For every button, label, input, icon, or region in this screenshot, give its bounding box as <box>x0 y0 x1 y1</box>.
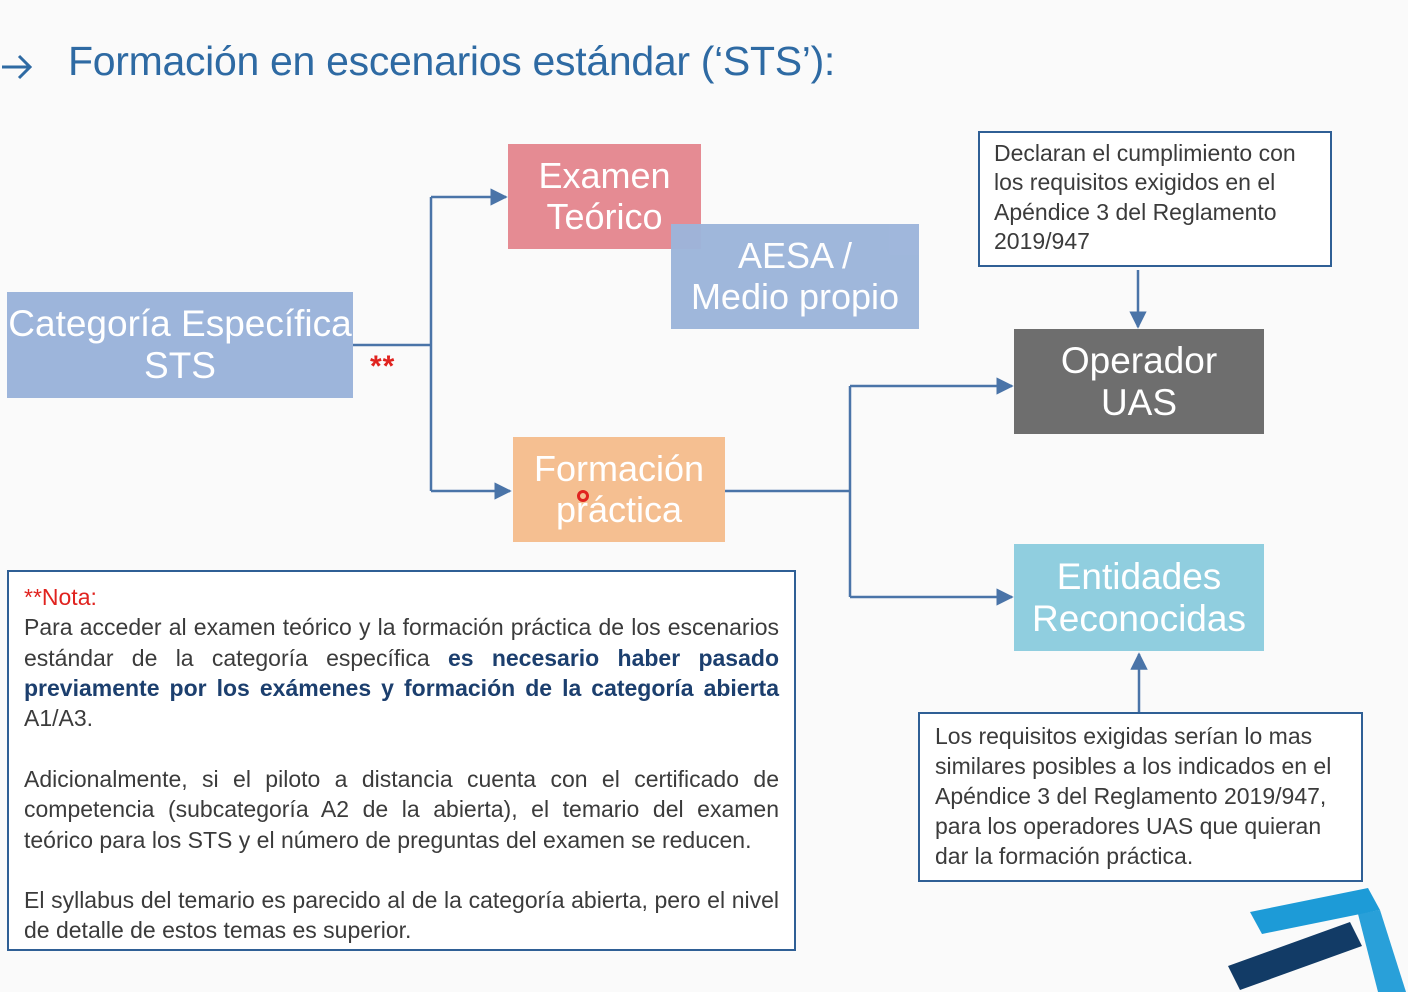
note-entidades-requisitos: Los requisitos exigidas serían lo mas si… <box>918 712 1363 882</box>
node-label-line: Reconocidas <box>1032 597 1246 639</box>
arrow-right-icon <box>2 54 33 80</box>
nota-bold-text: es necesario haber pasado previamente po… <box>24 644 779 702</box>
node-entidades-reconocidas: Entidades Reconocidas <box>1014 544 1264 651</box>
node-label-line: UAS <box>1100 381 1178 423</box>
page-title: Formación en escenarios estándar (‘STS’)… <box>68 38 836 84</box>
node-label-line: AESA / <box>737 234 853 276</box>
pointer-cursor-icon <box>577 490 589 502</box>
node-label-line: Teórico <box>546 195 663 237</box>
nota-paragraph-2: Adicionalmente, si el piloto a distancia… <box>24 765 779 853</box>
nota-text: A1/A3. <box>24 705 94 732</box>
node-label-line: Operador <box>1060 339 1218 381</box>
node-examen-teorico: Examen Teórico <box>508 144 701 249</box>
nota-text: Para acceder al examen teórico y la form… <box>24 614 779 671</box>
nota-box: **Nota: Para acceder al examen teórico y… <box>7 570 796 951</box>
note-operador-requisitos: Declaran el cumplimiento con los requisi… <box>978 131 1332 267</box>
node-label-line: Formación <box>533 447 705 489</box>
node-label-line: Medio propio <box>690 275 900 317</box>
node-label-line: Examen <box>538 154 671 196</box>
footnote-marker: ** <box>370 350 396 383</box>
node-categoria-especifica: Categoría Específica STS <box>7 292 353 398</box>
nota-paragraph-3: El syllabus del temario es parecido al d… <box>24 886 779 944</box>
node-aesa-medio-propio: AESA / Medio propio <box>671 224 919 329</box>
brand-logo <box>1228 888 1406 992</box>
node-operador-uas: Operador UAS <box>1014 329 1264 434</box>
node-label-line: Categoría Específica <box>8 303 352 345</box>
nota-paragraph-1: Para acceder al examen teórico y la form… <box>24 612 779 733</box>
node-label-line: STS <box>144 345 216 386</box>
node-label-line: práctica <box>555 488 683 530</box>
node-label-line: Entidades <box>1056 555 1222 597</box>
nota-label: **Nota: <box>24 584 97 610</box>
node-formacion-practica: Formación práctica <box>513 437 725 542</box>
